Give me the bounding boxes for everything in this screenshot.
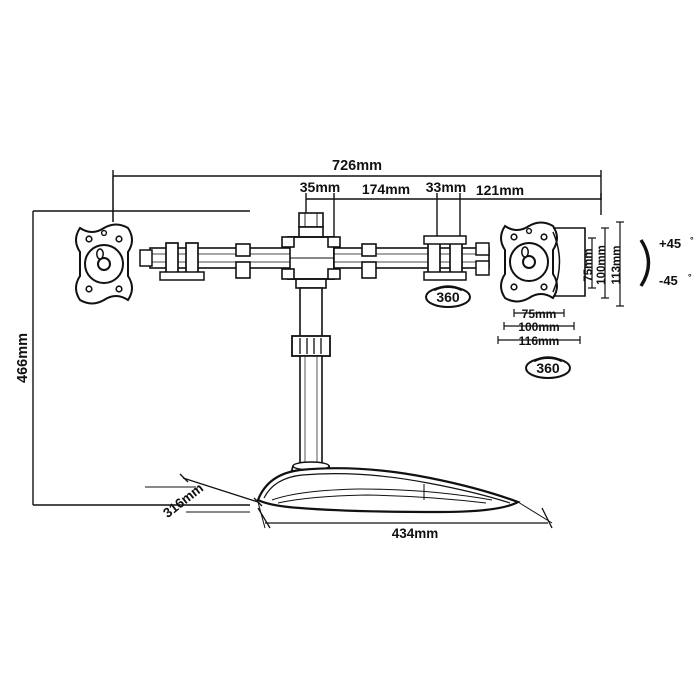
right-horizontal-dimensions: 75mm 100mm 116mm xyxy=(497,307,581,348)
segment-b-label: 174mm xyxy=(362,181,410,197)
right-vertical-dimensions: 75mm 100mm 113mm xyxy=(583,221,624,307)
segment-dimension-row: 35mm 174mm 33mm 121mm xyxy=(300,179,602,250)
vesa-horizontal-outer-label: 100mm xyxy=(518,320,559,334)
tilt-up-label: +45 xyxy=(659,236,681,251)
head-rotation-badge: 360 xyxy=(525,356,571,379)
overall-height-dimension: 466mm xyxy=(15,210,250,506)
base-width-dimension: 434mm xyxy=(257,501,553,541)
vesa-vertical-outer-label: 100mm xyxy=(596,245,608,285)
overall-width-label: 726mm xyxy=(332,158,382,174)
arm-rotation-badge: 360 xyxy=(425,285,471,308)
right-vesa-plate xyxy=(500,221,586,303)
tilt-up-degree-icon: ° xyxy=(690,235,694,245)
tilt-down-degree-icon: ° xyxy=(688,272,692,282)
tilt-arc-icon xyxy=(639,239,651,287)
tilt-indicator: +45 -45 ° ° xyxy=(639,235,694,288)
arm-rotation-label: 360 xyxy=(436,289,460,305)
center-hub xyxy=(281,236,341,280)
right-arm xyxy=(333,235,490,281)
tilt-down-label: -45 xyxy=(659,273,678,288)
base-width-label: 434mm xyxy=(392,526,439,541)
vesa-vertical-total-label: 113mm xyxy=(611,245,623,284)
left-vesa-plate xyxy=(75,223,133,305)
rotation-arrow-icon xyxy=(433,285,463,292)
left-arm xyxy=(139,242,291,281)
rotation-arrow-icon-2 xyxy=(533,356,563,363)
vesa-horizontal-total-label: 116mm xyxy=(519,334,560,348)
vesa-vertical-inner-label: 75mm xyxy=(583,248,595,281)
segment-a-label: 35mm xyxy=(300,179,340,195)
overall-height-label: 466mm xyxy=(15,333,31,383)
segment-c-label: 33mm xyxy=(426,179,466,195)
vesa-horizontal-inner-label: 75mm xyxy=(522,307,557,321)
stand-base xyxy=(256,467,521,514)
segment-d-label: 121mm xyxy=(476,182,524,198)
head-rotation-label: 360 xyxy=(536,360,560,376)
